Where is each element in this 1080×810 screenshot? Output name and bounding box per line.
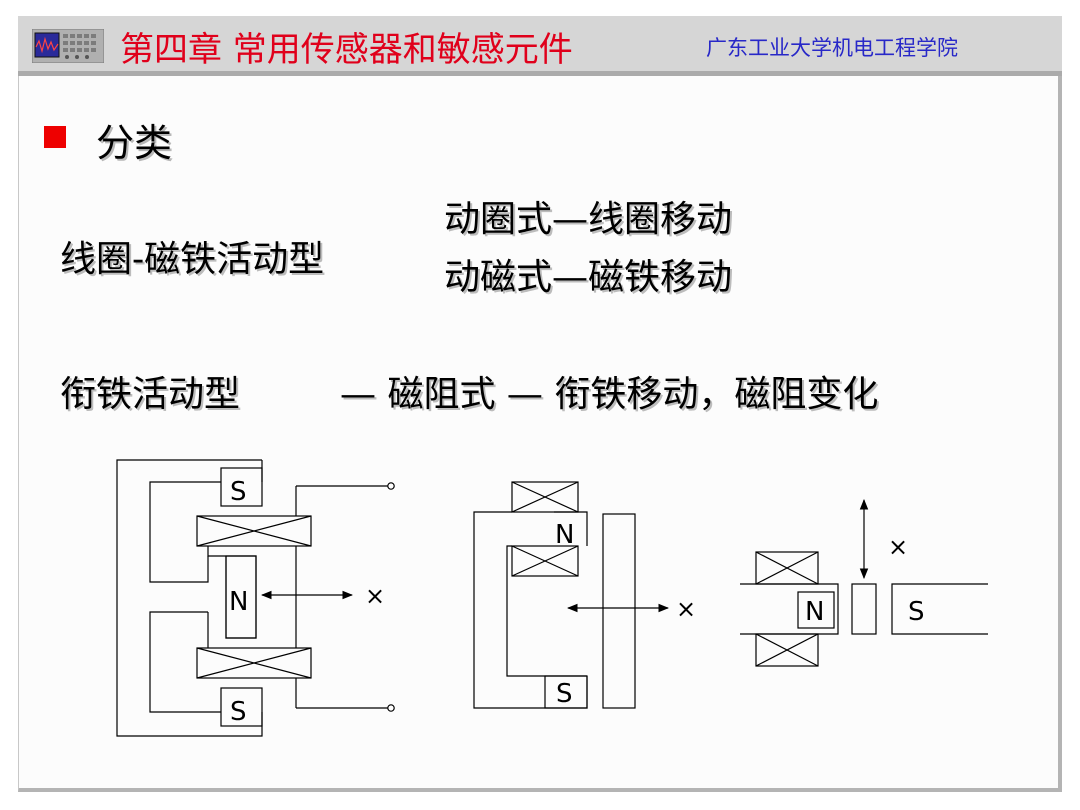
diagram-reluctance <box>740 498 988 667</box>
bullet-square <box>44 126 66 148</box>
label-n-reluctance: N <box>805 597 824 627</box>
label-s-reluctance: S <box>908 597 925 627</box>
label-x-1: × <box>365 582 385 610</box>
label-n-center: N <box>229 587 248 617</box>
type-armature: 衔铁活动型 <box>60 374 241 415</box>
slide-frame <box>18 16 1062 792</box>
label-x-2: × <box>676 595 696 623</box>
label-n-core: N <box>555 520 574 550</box>
label-s-core: S <box>556 679 573 709</box>
label-s-top: S <box>230 477 247 507</box>
slide-header <box>18 16 1062 76</box>
chapter-title: 第四章 常用传感器和敏感元件 <box>120 30 573 70</box>
label-x-3: × <box>888 533 908 561</box>
subtype-moving-magnet: 动磁式—磁铁移动 <box>444 257 733 298</box>
diagram-moving-magnet <box>116 459 395 737</box>
school-name: 广东工业大学机电工程学院 <box>706 36 958 60</box>
type-coil-magnet: 线圈-磁铁活动型 <box>60 239 325 280</box>
oscilloscope-icon <box>32 29 104 63</box>
section-heading: 分类 <box>96 121 173 165</box>
subtype-moving-coil: 动圈式—线圈移动 <box>444 199 733 240</box>
armature-description: — 磁阻式 — 衔铁移动，磁阻变化 <box>340 374 879 415</box>
diagram-c-core <box>473 481 670 709</box>
label-s-bottom: S <box>230 697 247 727</box>
